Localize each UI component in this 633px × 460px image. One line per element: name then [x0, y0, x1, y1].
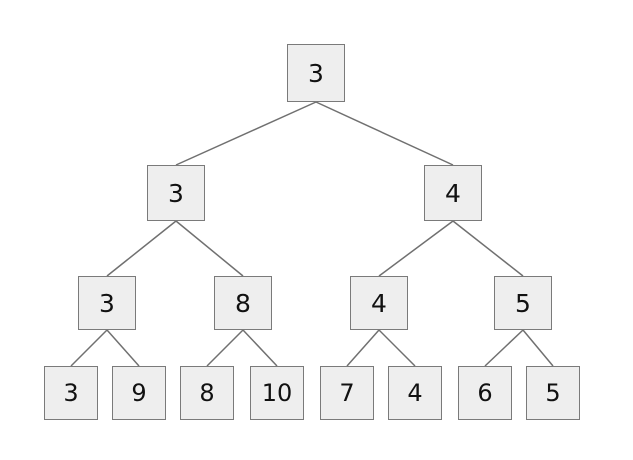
tree-node-value: 5 — [545, 379, 561, 407]
tree-node-value: 8 — [235, 288, 251, 318]
tree-edge-n4-n10 — [242, 329, 278, 367]
tree-node-value: 3 — [99, 288, 115, 318]
tree-node-n1[interactable]: 3 — [147, 165, 205, 221]
tree-edge-n4-n9 — [206, 329, 244, 367]
tree-node-value: 6 — [477, 379, 493, 407]
tree-node-value: 10 — [261, 379, 293, 407]
tree-node-n0[interactable]: 3 — [287, 44, 345, 102]
tree-node-value: 4 — [445, 178, 461, 208]
tree-node-value: 7 — [339, 379, 355, 407]
tree-edge-n6-n13 — [484, 329, 524, 367]
tree-node-value: 3 — [308, 58, 324, 88]
tree-edge-n0-n1 — [175, 101, 317, 166]
tree-node-n3[interactable]: 3 — [78, 276, 136, 330]
tree-edge-n1-n4 — [175, 220, 244, 277]
tree-node-n7[interactable]: 3 — [44, 366, 98, 420]
tree-node-value: 4 — [407, 379, 423, 407]
tree-node-n14[interactable]: 5 — [526, 366, 580, 420]
tree-node-value: 4 — [371, 288, 387, 318]
tree-node-value: 3 — [168, 178, 184, 208]
tree-edge-n5-n11 — [346, 329, 380, 367]
tree-node-n2[interactable]: 4 — [424, 165, 482, 221]
tree-edge-n1-n3 — [106, 220, 177, 277]
tree-node-value: 3 — [63, 379, 79, 407]
tree-node-n8[interactable]: 9 — [112, 366, 166, 420]
tree-node-n6[interactable]: 5 — [494, 276, 552, 330]
tree-node-value: 9 — [131, 379, 147, 407]
tree-node-n4[interactable]: 8 — [214, 276, 272, 330]
tree-edge-n3-n8 — [106, 329, 140, 367]
tree-node-n11[interactable]: 7 — [320, 366, 374, 420]
tree-node-n5[interactable]: 4 — [350, 276, 408, 330]
tree-node-value: 5 — [515, 288, 531, 318]
tree-node-n12[interactable]: 4 — [388, 366, 442, 420]
tree-node-n9[interactable]: 8 — [180, 366, 234, 420]
tree-edge-n2-n5 — [378, 220, 454, 277]
tree-edge-n2-n6 — [452, 220, 524, 277]
tree-edge-n0-n2 — [315, 101, 454, 166]
tree-edge-n3-n7 — [70, 329, 108, 367]
tree-edge-n5-n12 — [378, 329, 416, 367]
tree-node-n13[interactable]: 6 — [458, 366, 512, 420]
tree-edge-n6-n14 — [522, 329, 554, 367]
tree-node-value: 8 — [199, 379, 215, 407]
tree-node-n10[interactable]: 10 — [250, 366, 304, 420]
